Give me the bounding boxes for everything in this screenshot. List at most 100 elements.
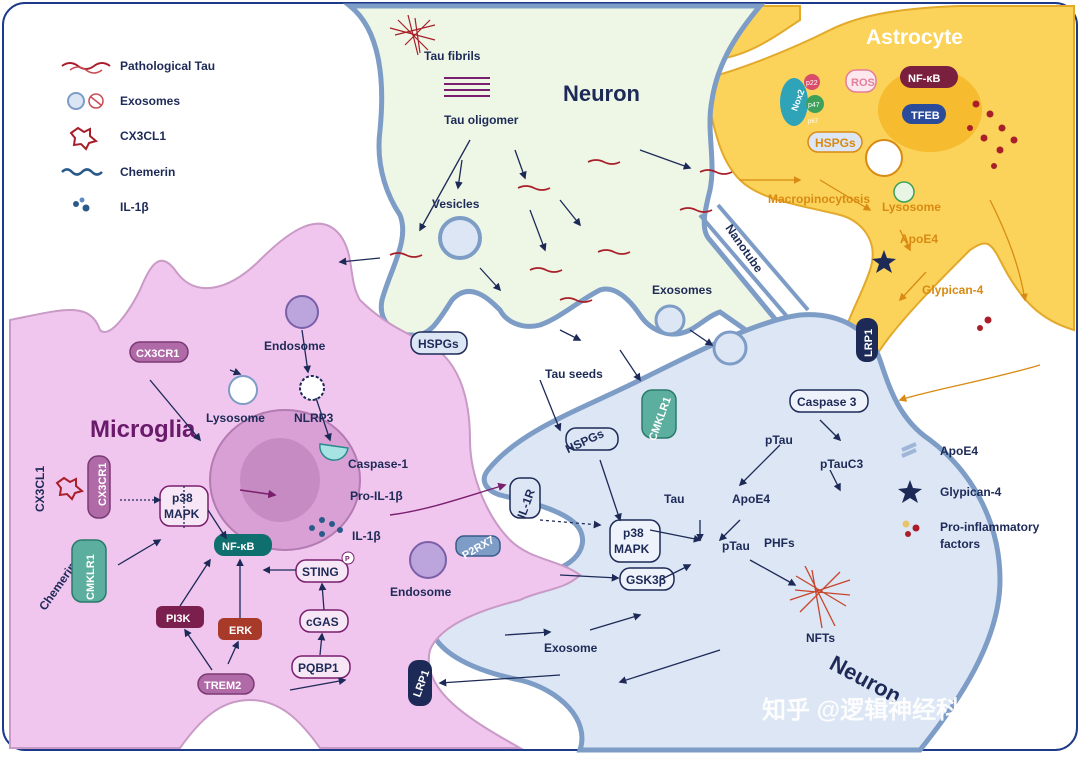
chemerin-icon	[61, 168, 103, 176]
nanotube-line-b	[716, 203, 810, 312]
cx3cl1-star-microglia	[55, 476, 85, 501]
legend-glypican4: Glypican-4	[940, 485, 1002, 499]
exosome-neuron-label: Exosome	[544, 641, 598, 655]
cgas-badge: cGAS	[299, 609, 349, 633]
legend-apoe4: ApoE4	[940, 444, 978, 458]
exosomes-label: Exosomes	[652, 283, 712, 297]
exosome-release-icon	[712, 330, 748, 366]
nox2-complex: Nox2 p22 p47 p67	[780, 74, 824, 126]
p38-microglia-line1: p38	[172, 491, 193, 505]
neuron-bottom-cell	[427, 312, 1003, 753]
tau-fibrils-cluster	[389, 14, 436, 56]
il1b-dots-microglia	[309, 517, 343, 537]
lysosome-microglia-icon	[228, 375, 258, 405]
proinflammatory-factors-icon	[902, 520, 920, 537]
endosome-top-icon	[285, 295, 319, 329]
tau-strands-neuron	[389, 159, 733, 303]
hspgs-top-receptor: HSPGs	[410, 331, 468, 355]
endosome-top-label: Endosome	[264, 339, 326, 353]
microglia-title: Microglia	[90, 416, 196, 443]
legend-proinflammatory-line1: Pro-inflammatory	[940, 520, 1040, 534]
cmklr1-microglia-receptor: CMKLR1	[71, 539, 107, 603]
tau-seeds-label: Tau seeds	[545, 367, 603, 381]
exosome-small-icon	[654, 304, 686, 336]
trem2-label: TREM2	[204, 680, 241, 692]
pathway-arrows	[117, 139, 842, 691]
cmklr1-neuron-receptor: CMKLR1	[641, 389, 677, 442]
pathological-tau-icon	[61, 62, 111, 74]
watermark: 知乎 @逻辑神经科学	[762, 696, 984, 724]
hspgs-top-label: HSPGs	[418, 337, 459, 351]
nfkb-microglia-label: NF-κB	[222, 541, 254, 553]
vesicles-label: Vesicles	[432, 197, 480, 211]
astro-lysosome-small	[893, 181, 915, 203]
legend-proinflammatory-line2: factors	[940, 537, 980, 551]
cx3cl1-icon	[69, 126, 99, 151]
p38-neuron-box: p38 MAPK	[609, 519, 661, 563]
p22-label: p22	[806, 80, 818, 87]
cx3cr1-top-receptor: CX3CR1	[129, 341, 189, 363]
pqbp1-label: PQBP1	[298, 661, 339, 675]
astro-arrows	[740, 176, 1041, 402]
caspase1-label: Caspase-1	[348, 457, 408, 471]
ptau-b-label: pTau	[722, 539, 750, 553]
pro-il1b-label: Pro-IL-1β	[350, 489, 403, 503]
trem2-receptor: TREM2	[197, 673, 255, 695]
erk-badge: ERK	[218, 618, 262, 640]
pqbp1-badge: PQBP1	[291, 655, 351, 679]
nanotube-line-a	[698, 213, 792, 322]
macropinocytosis-label: Macropinocytosis	[768, 192, 870, 206]
cx3cl1-side-label: CX3CL1	[33, 466, 47, 512]
sting-p-label: P	[345, 556, 350, 563]
p38-microglia-line2: MAPK	[164, 507, 200, 521]
ptauc3-label: pTauC3	[820, 457, 863, 471]
tau-fibrils-stack	[444, 77, 490, 97]
nfkb-astro-label: NF-κB	[908, 73, 940, 85]
cx3cr1-side-receptor: CX3CR1	[87, 455, 111, 519]
hspgs-astro-label: HSPGs	[815, 136, 856, 150]
cx3cr1-top-label: CX3CR1	[136, 348, 179, 360]
pi3k-label: PI3K	[166, 613, 191, 625]
legend-left: Pathological Tau Exosomes CX3CL1 Chemeri…	[61, 59, 215, 214]
phfs-label: PHFs	[764, 536, 795, 550]
lysosome-microglia-label: Lysosome	[206, 411, 265, 425]
legend-pathological-tau: Pathological Tau	[120, 59, 215, 73]
pi3k-badge: PI3K	[156, 606, 204, 628]
legend-cx3cl1: CX3CL1	[120, 129, 166, 143]
astrocyte-title: Astrocyte	[866, 26, 963, 49]
legend-right: ApoE4 Glypican-4 Pro-inflammatory factor…	[898, 442, 1040, 551]
nfkb-microglia-badge: NF-κB	[214, 534, 272, 556]
legend-il1b: IL-1β	[120, 200, 149, 214]
neuron-top-title: Neuron	[563, 81, 640, 106]
cgas-label: cGAS	[306, 615, 339, 629]
astro-lysosome-label: Lysosome	[882, 200, 941, 214]
il1r-receptor: IL-1R	[509, 477, 541, 520]
legend-chemerin: Chemerin	[120, 165, 175, 179]
tfeb-badge: TFEB	[902, 104, 946, 124]
glypican4-icon	[898, 480, 922, 503]
endosome-bottom-label: Endosome	[390, 585, 452, 599]
vesicle-icon	[438, 216, 482, 260]
nfts-label: NFTs	[806, 631, 835, 645]
apoe4-icon	[901, 442, 917, 458]
lrp1-microglia-receptor: LRP1	[408, 660, 432, 706]
ros-badge: ROS	[845, 69, 877, 93]
erk-label: ERK	[229, 625, 252, 637]
astro-glypican-star	[872, 250, 896, 273]
caspase1-icon	[319, 443, 349, 461]
astro-proinflammatory-dots	[967, 100, 1018, 331]
p47-label: p47	[808, 102, 820, 109]
nlrp3-label: NLRP3	[294, 411, 334, 425]
lrp1-neuron-receptor: LRP1	[856, 318, 878, 362]
astro-glypican4-label: Glypican-4	[922, 283, 984, 297]
caspase3-badge: Caspase 3	[789, 389, 869, 413]
ros-label: ROS	[851, 77, 875, 89]
nfts-cluster	[789, 565, 851, 629]
tau-fibrils-label: Tau fibrils	[424, 49, 481, 63]
nlrp3-icon	[299, 375, 325, 401]
p67-label: p67	[808, 119, 819, 125]
endosome-bottom-icon	[409, 541, 447, 579]
cmklr1-microglia-label: CMKLR1	[85, 554, 97, 600]
lrp1-neuron-label: LRP1	[863, 329, 875, 357]
